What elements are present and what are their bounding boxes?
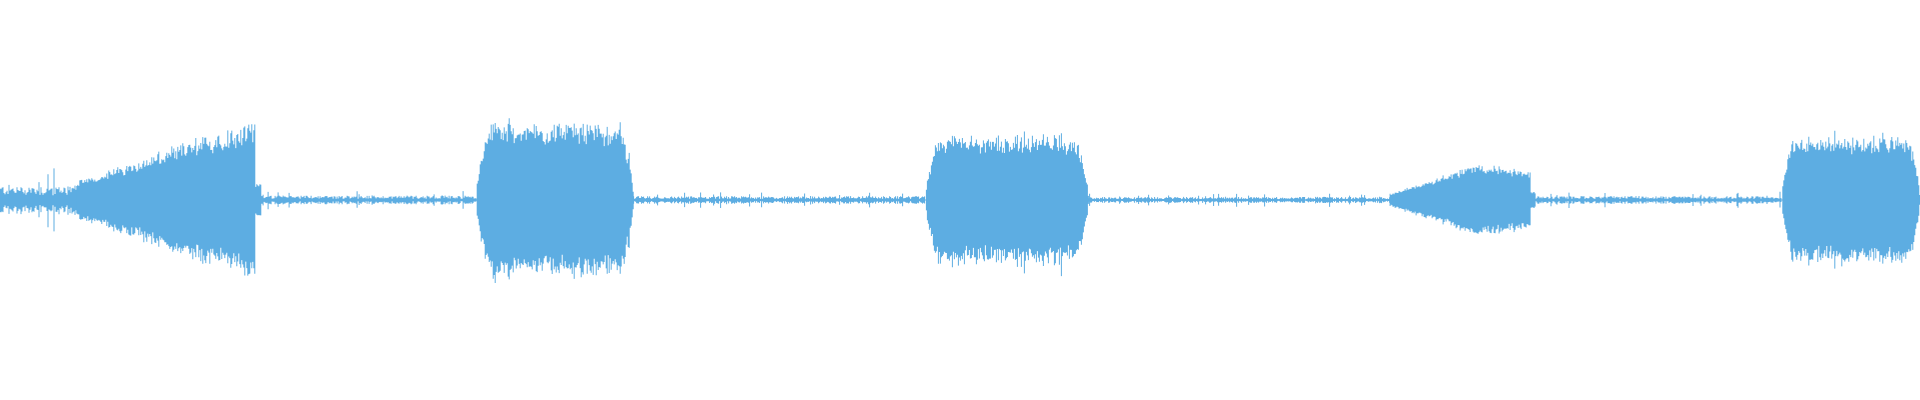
- waveform-burst: [1782, 130, 1920, 269]
- waveform-path: [476, 118, 634, 283]
- waveform-path: [925, 131, 1089, 277]
- waveform-burst: [925, 131, 1089, 277]
- waveform-burst: [476, 118, 634, 283]
- waveform-path: [1782, 130, 1920, 269]
